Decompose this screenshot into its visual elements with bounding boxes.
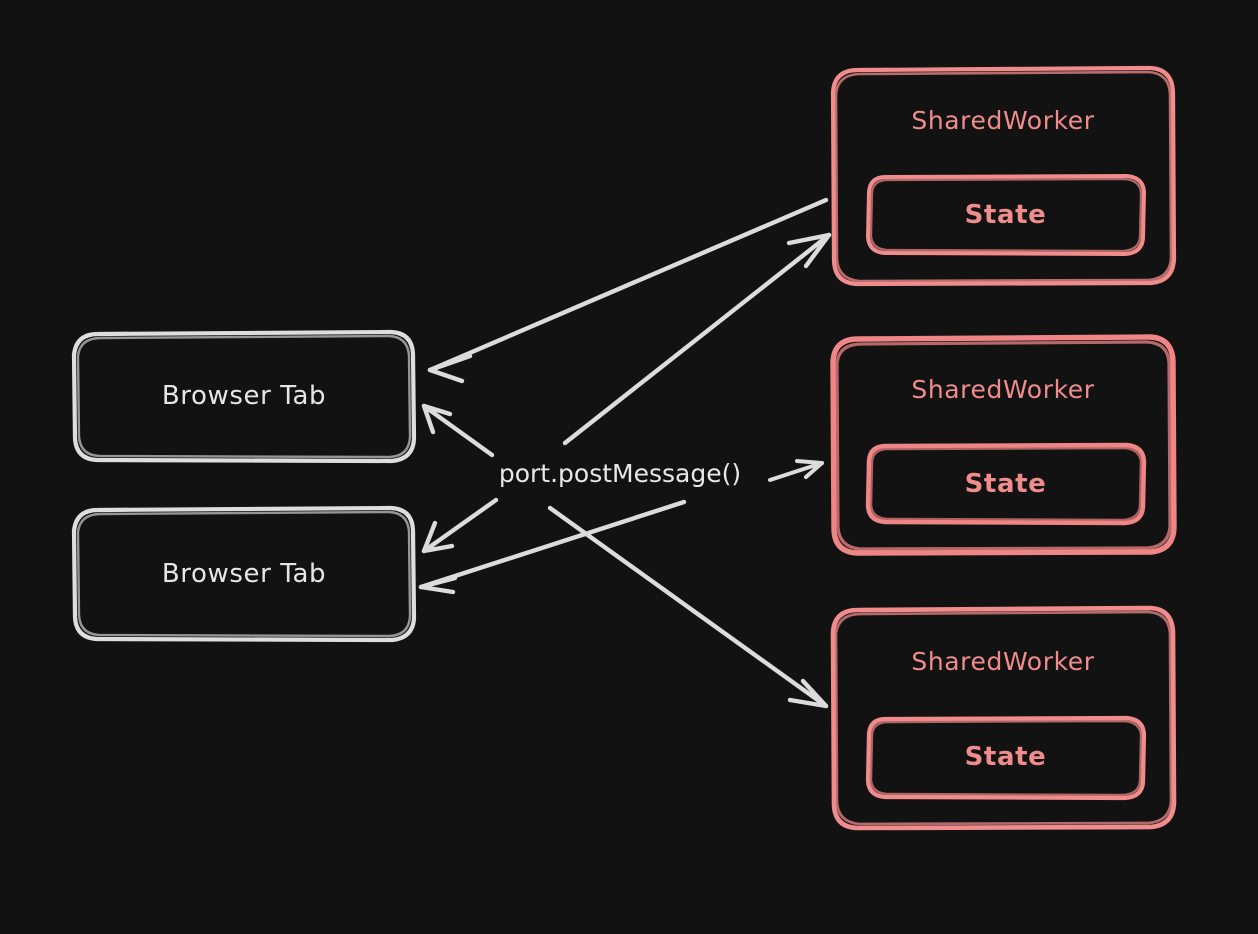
shared-worker-2-state-shape[interactable] (865, 442, 1147, 526)
shared-worker-3-state-shape[interactable] (865, 715, 1147, 801)
browser-tab-2[interactable] (74, 508, 414, 640)
arrow-hub-to-worker3[interactable] (547, 505, 829, 709)
arrow-hub-to-tab2[interactable] (421, 497, 499, 554)
shared-worker-1-state-shape[interactable] (866, 174, 1146, 256)
arrow-worker3-to-tab2[interactable] (418, 499, 687, 595)
arrow-worker1-to-tab1[interactable] (427, 197, 829, 384)
browser-tab-1[interactable] (74, 332, 414, 461)
shared-worker-3-shape[interactable] (830, 605, 1177, 831)
browser-tab-1-shape[interactable] (71, 329, 417, 464)
shared-worker-2-shape[interactable] (830, 334, 1177, 556)
arrow-hub-to-worker1[interactable] (562, 232, 832, 446)
browser-tab-2-shape[interactable] (71, 505, 417, 643)
arrow-hub-to-worker2[interactable] (768, 459, 824, 482)
shared-worker-1-state[interactable] (868, 176, 1143, 253)
shared-worker-3-state[interactable] (868, 718, 1143, 797)
arrow-hub-to-tab1[interactable] (421, 403, 495, 458)
shared-worker-1-shape[interactable] (830, 65, 1177, 287)
shared-worker-2-state[interactable] (868, 445, 1143, 522)
